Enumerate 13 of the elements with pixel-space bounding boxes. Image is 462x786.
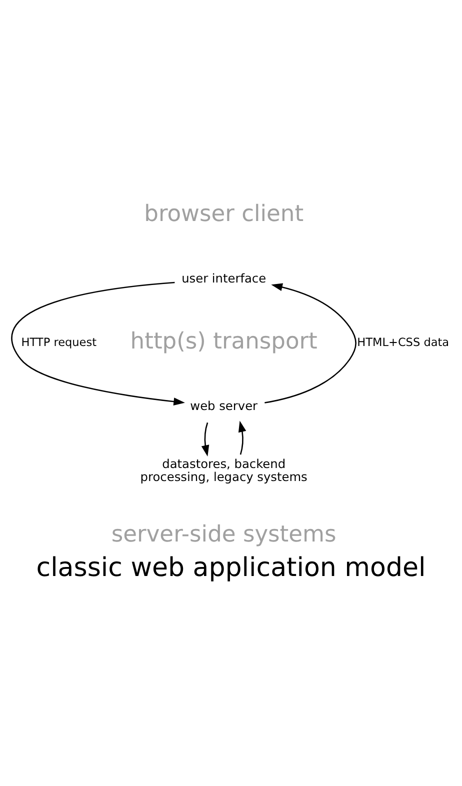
arrow [264,282,356,403]
arrow [238,420,246,454]
node-text: web server [190,398,258,413]
edge-label: HTML+CSS data [357,336,450,349]
edge-label: HTTP request [21,336,97,349]
label: http(s) transport [130,328,318,354]
label: server-side systems [111,520,336,547]
arrow [12,281,185,405]
node-text: user interface [182,271,266,286]
arrow [201,422,210,456]
caption: classic web application model [36,552,426,583]
label: browser client [144,200,304,226]
node-text: datastores, backend processing, legacy systems [140,456,308,484]
